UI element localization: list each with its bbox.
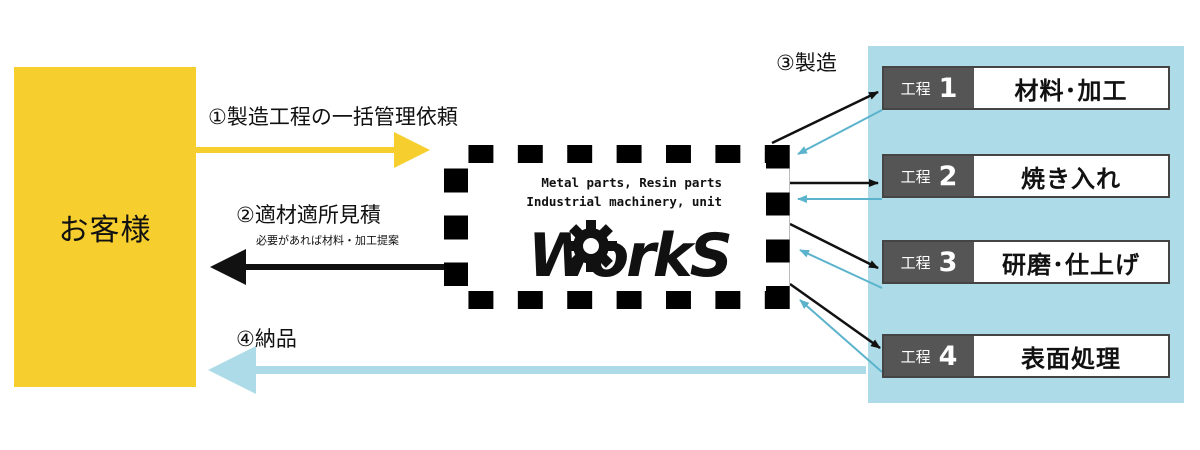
customer-box[interactable]: お客様 — [14, 67, 196, 387]
step3-out-arrow — [789, 222, 879, 270]
step-2-badge: 工程 2 — [884, 156, 974, 196]
customer-label: お客様 — [58, 213, 152, 248]
step-1-name: 材料･加工 — [1014, 76, 1128, 105]
step3-back-arrow — [799, 249, 883, 289]
step-3-name: 研磨･仕上げ — [1002, 250, 1140, 279]
logo-inner: Metal parts, Resin parts Industrial mach… — [468, 163, 766, 291]
estimate-note: 必要があれば材料・加工提案 — [256, 234, 399, 247]
logo-tagline-2: Industrial machinery, unit — [526, 194, 722, 209]
step-2-name: 焼き入れ — [1021, 164, 1121, 193]
step-3-badge: 工程 3 — [884, 242, 974, 282]
step-4[interactable]: 工程 4 表面処理 — [882, 334, 1170, 378]
step-4-name: 表面処理 — [1021, 344, 1121, 373]
manufacture-label: ③製造 — [776, 51, 837, 75]
gear-icon — [565, 220, 617, 272]
step-4-badge: 工程 4 — [884, 336, 974, 376]
delivery-label: ④納品 — [236, 327, 297, 351]
works-logo: WorkS — [528, 221, 733, 291]
step1-out-arrow — [771, 90, 879, 145]
company-logo-board[interactable]: Metal parts, Resin parts Industrial mach… — [444, 145, 790, 309]
logo-tagline-1: Metal parts, Resin parts — [541, 175, 722, 190]
step1-back-arrow — [797, 109, 883, 155]
request-label: ①製造工程の一括管理依頼 — [208, 105, 458, 129]
step4-out-arrow — [789, 282, 881, 350]
estimate-label: ②適材適所見積 — [236, 203, 381, 227]
step-1-badge: 工程 1 — [884, 68, 974, 108]
step-3[interactable]: 工程 3 研磨･仕上げ — [882, 240, 1170, 284]
step4-back-arrow — [799, 299, 883, 373]
step-1[interactable]: 工程 1 材料･加工 — [882, 66, 1170, 110]
step-2[interactable]: 工程 2 焼き入れ — [882, 154, 1170, 198]
